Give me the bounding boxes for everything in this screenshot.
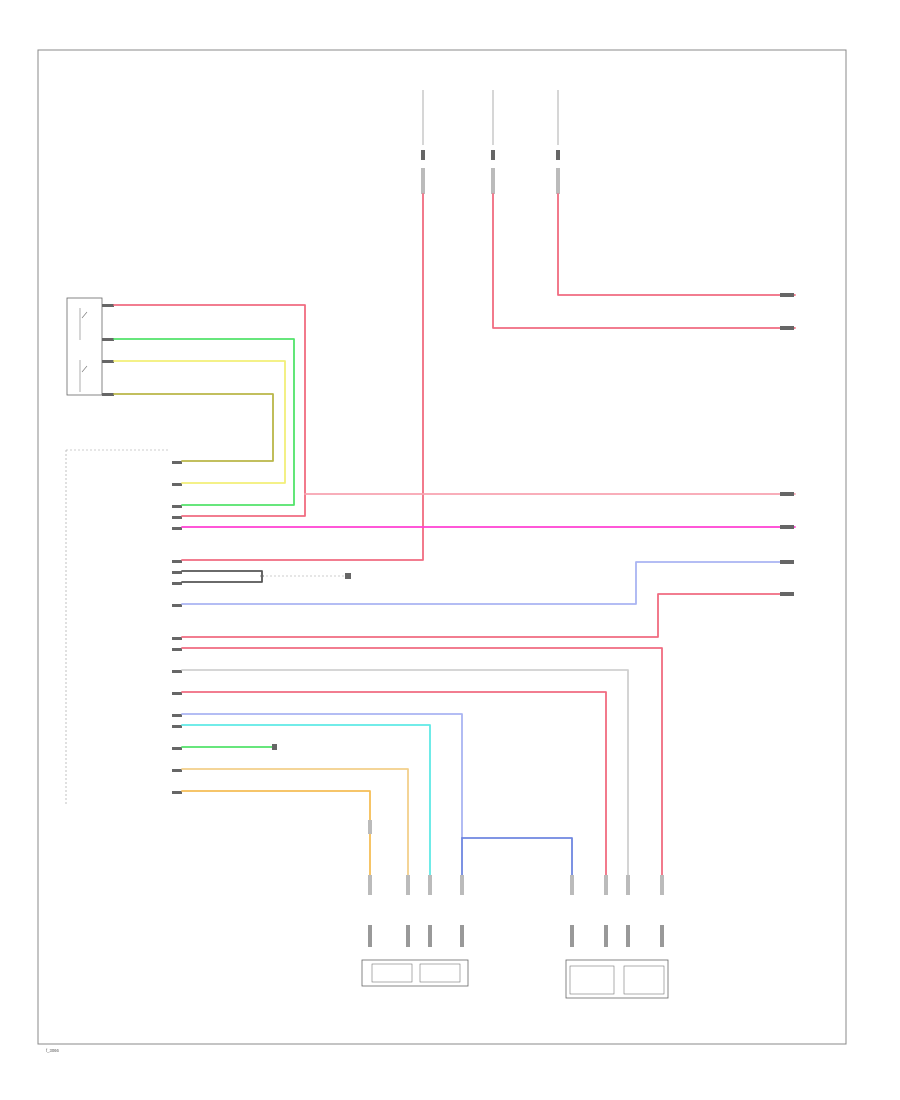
right-connector-ends [780,293,794,596]
bottom-motor-right [565,959,669,999]
wires [113,193,796,891]
module-pin-stubs [172,461,182,794]
footer-code: f_3066 [46,1048,59,1053]
seat-module-outline [65,449,170,805]
bottom-connectors [368,820,664,947]
bottom-motor-left [361,959,469,987]
top-fuse-feeds [421,90,560,194]
diagram-border [37,49,847,1045]
seat-switch-box [66,297,114,396]
